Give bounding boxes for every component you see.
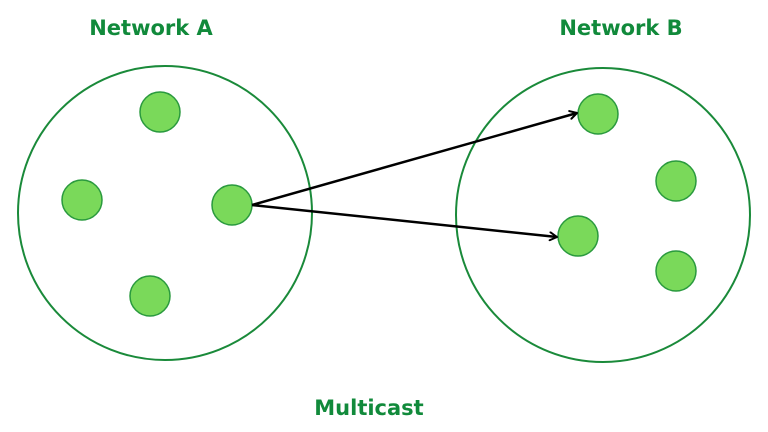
network-a-node-2 <box>61 179 103 221</box>
network-a <box>17 65 313 361</box>
network-a-node-3-sender <box>211 184 253 226</box>
network-a-boundary <box>17 65 313 361</box>
network-a-node-1 <box>139 91 181 133</box>
network-b-node-4 <box>655 250 697 292</box>
multicast-arrow-1 <box>251 110 578 207</box>
diagram-title: Multicast <box>314 396 424 420</box>
network-b-node-3-receiver <box>557 215 599 257</box>
network-b-boundary <box>455 67 751 363</box>
network-b-node-2 <box>655 160 697 202</box>
network-a-node-4 <box>129 275 171 317</box>
network-a-label: Network A <box>89 16 213 40</box>
network-b-label: Network B <box>559 16 683 40</box>
network-b-node-1-receiver <box>577 93 619 135</box>
multicast-arrow-2 <box>251 203 558 242</box>
network-b <box>455 67 751 363</box>
